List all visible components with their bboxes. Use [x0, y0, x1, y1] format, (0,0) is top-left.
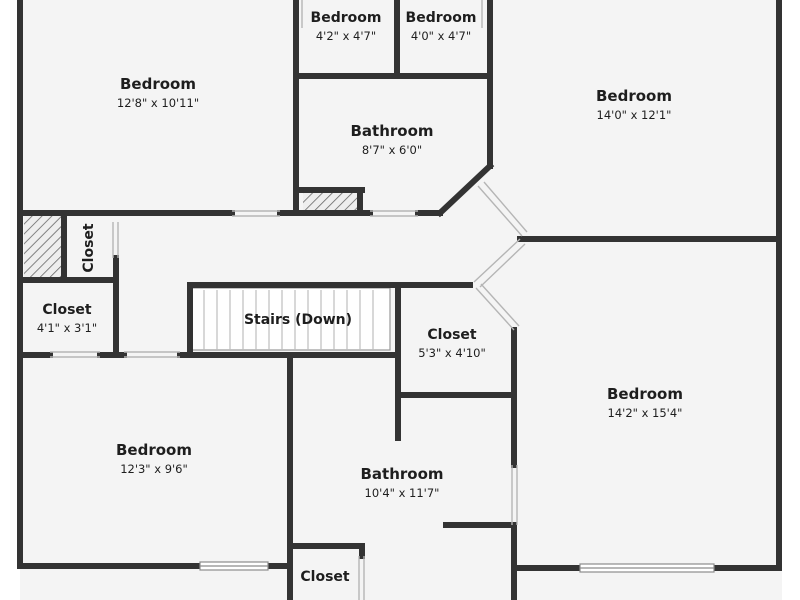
- stairs-label: Stairs (Down): [244, 312, 352, 328]
- room-dims-bedroom-top-right: 14'0" x 12'1": [597, 108, 672, 122]
- hatched-chase-bath: [303, 192, 357, 211]
- room-name-bathroom-upper: Bathroom: [350, 122, 433, 140]
- stairs-treads: [191, 287, 391, 351]
- room-name-bedroom-top-right: Bedroom: [596, 87, 672, 105]
- room-dims-bathroom-upper: 8'7" x 6'0": [362, 143, 422, 157]
- room-name-bedroom-small-b: Bedroom: [406, 10, 477, 26]
- room-dims-bedroom-bottom-left: 12'3" x 9'6": [120, 462, 188, 476]
- room-dims-bedroom-small-b: 4'0" x 4'7": [411, 29, 471, 43]
- hatched-chase-left: [24, 216, 64, 280]
- room-dims-closet-left: 4'1" x 3'1": [37, 321, 97, 335]
- room-name-closet-center: Closet: [427, 327, 477, 343]
- room-dims-bedroom-right: 14'2" x 15'4": [608, 406, 683, 420]
- room-dims-bedroom-top-left: 12'8" x 10'11": [117, 96, 199, 110]
- room-dims-bedroom-small-a: 4'2" x 4'7": [316, 29, 376, 43]
- room-name-closet-vertical: Closet: [81, 223, 97, 273]
- room-name-closet-left: Closet: [42, 302, 92, 318]
- room-dims-bathroom-lower: 10'4" x 11'7": [365, 486, 440, 500]
- room-name-closet-bottom: Closet: [300, 569, 350, 585]
- room-name-bathroom-lower: Bathroom: [360, 465, 443, 483]
- room-name-bedroom-bottom-left: Bedroom: [116, 441, 192, 459]
- room-name-bedroom-small-a: Bedroom: [311, 10, 382, 26]
- room-dims-closet-center: 5'3" x 4'10": [418, 346, 486, 360]
- room-name-bedroom-right: Bedroom: [607, 385, 683, 403]
- door-openings: [50, 0, 528, 600]
- windows: [199, 561, 715, 573]
- room-name-bedroom-top-left: Bedroom: [120, 75, 196, 93]
- walls: [17, 0, 782, 600]
